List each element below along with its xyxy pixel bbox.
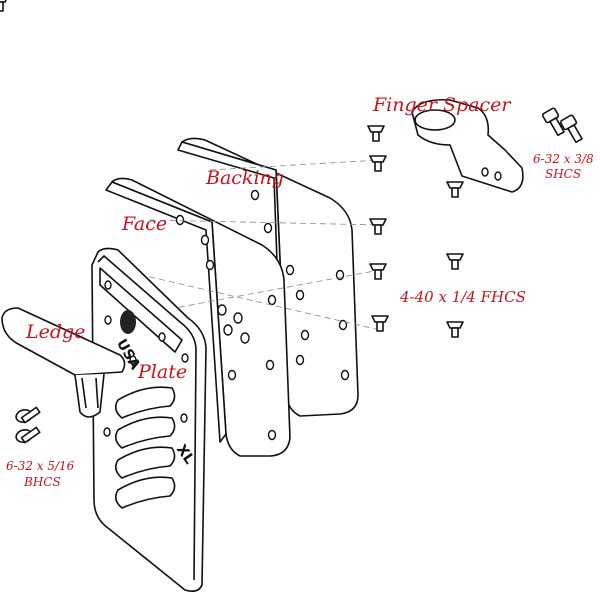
- backing-holes: [250, 189, 350, 381]
- plate-part: USA XL: [91, 247, 207, 592]
- fhcs-screw: [369, 218, 387, 235]
- label-ledge: Ledge: [25, 321, 85, 343]
- fhcs-screw: [367, 125, 385, 142]
- label-backing: Backing: [205, 167, 284, 189]
- label-bhcs-type: BHCS: [23, 475, 61, 489]
- fhcs-screws: [0, 0, 464, 338]
- fhcs-screw: [369, 263, 387, 280]
- label-fhcs: 4-40 x 1/4 FHCS: [399, 288, 526, 306]
- shcs-screws: [541, 107, 583, 144]
- label-face: Face: [121, 213, 167, 235]
- label-finger-spacer: Finger Spacer: [372, 94, 512, 116]
- plate-holes: [103, 280, 189, 437]
- plate-slots: [114, 386, 176, 509]
- bhcs-screws: [15, 406, 41, 444]
- fhcs-screw: [446, 253, 464, 270]
- fhcs-screw: [446, 181, 464, 198]
- label-bhcs-size: 6-32 x 5/16: [6, 459, 75, 473]
- label-shcs-size: 6-32 x 3/8: [533, 152, 594, 166]
- face-holes: [175, 214, 277, 441]
- ledge-part: [1, 307, 126, 418]
- finger-spacer-part: [411, 98, 524, 193]
- label-shcs-type: SHCS: [545, 167, 581, 181]
- face-part: [105, 177, 291, 457]
- fhcs-screw: [369, 155, 387, 172]
- fhcs-screw: [446, 321, 464, 338]
- label-plate: Plate: [137, 361, 187, 383]
